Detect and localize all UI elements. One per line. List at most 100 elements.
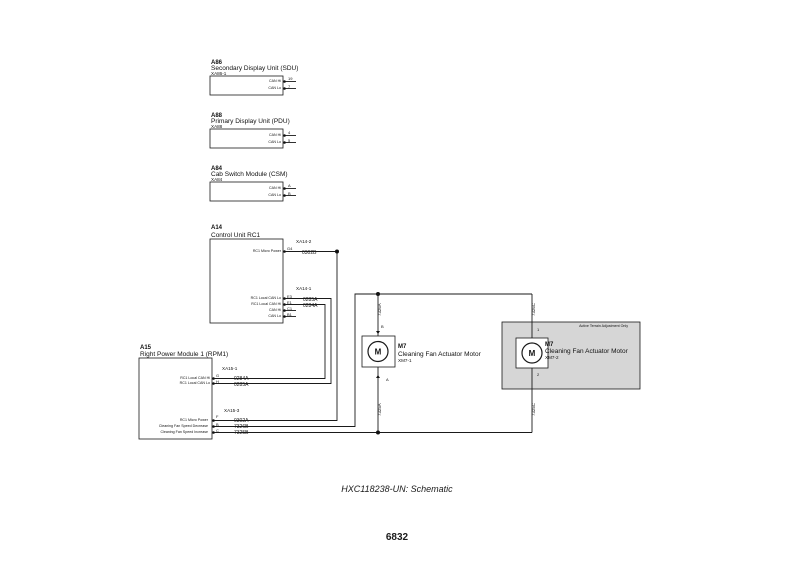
module-a15-pin-bottom-2: B: [216, 422, 219, 427]
module-a15-pin-h-terminal: [212, 382, 215, 385]
module-a15-signal-bottom-1: RC1 Micro Power: [180, 418, 209, 422]
module-a14-pin-1: E3: [287, 294, 293, 299]
module-a14-signal-3: CAN Hi: [269, 308, 281, 312]
module-a84-pin-2: B: [288, 191, 291, 196]
module-a14-signal-micro-power: RC1 Micro Power: [253, 249, 282, 253]
module-a14-pin-g4: G4: [287, 246, 293, 251]
page-number: 6832: [385, 532, 409, 543]
motor-m7-xm7-1-symbol: [367, 340, 389, 363]
module-a15-connector-top: XA15-1: [222, 366, 238, 371]
wire-label-7326a: 7326A: [377, 303, 382, 316]
module-a88-box: [209, 128, 284, 149]
module-a14-pin-1-terminal: [283, 297, 286, 300]
optional-equipment-note: Active Terrain Adjustment Only: [579, 324, 628, 328]
wire-label-7325a: 7325A: [377, 403, 382, 416]
module-a86-box: [209, 75, 284, 96]
module-a88: A88 Primary Display Unit (PDU) XA88 CAN …: [209, 113, 296, 149]
module-a15-pin-b-terminal: [212, 425, 215, 428]
module-a15-name: Right Power Module 1 (RPM1): [140, 351, 228, 358]
module-a15-pin-g-terminal: [212, 377, 215, 380]
module-a86-signal-2: CAN Lo: [268, 86, 281, 90]
module-a14-pin-2: E1: [287, 300, 293, 305]
junction-micro-power: [335, 249, 339, 254]
module-a14-pin-3: C1: [287, 306, 293, 311]
wire-label-7326b: 7326B: [234, 424, 249, 430]
module-a15-signal-top-2: RC1 Local CAN Lo: [180, 381, 210, 385]
figure-caption: HXC118238-UN: Schematic: [341, 484, 453, 494]
module-a86-pin-2: 7: [288, 84, 291, 89]
motor-m7-xm7-1-symbol-letter: M: [375, 348, 382, 357]
wire-label-7325b: 7325B: [234, 430, 249, 436]
module-a84-name: Cab Switch Module (CSM): [211, 171, 288, 178]
module-a84-code: A84: [211, 166, 223, 172]
motor-m7-xm7-1-pin-a-marker: [376, 375, 380, 378]
module-a14-connector-top: XA14-2: [296, 239, 312, 244]
module-a84-pin-1: A: [288, 183, 291, 188]
module-a15-pin-c-terminal: [212, 431, 215, 434]
module-a86-pin-2-terminal: [283, 87, 286, 90]
module-a14-pin-4-terminal: [283, 315, 286, 318]
module-a14-signal-1: RC1 Local CAN Lo: [251, 296, 281, 300]
module-a86-signal-1: CAN Hi: [269, 79, 281, 83]
wire-micro-power: [214, 251, 338, 421]
wire-label-0285a-a15: 0285A: [234, 382, 249, 388]
wire-label-0284a-a14: 0284A: [303, 303, 318, 309]
module-a88-name: Primary Display Unit (PDU): [211, 118, 290, 125]
motor-m7-xm7-2-connector: XM7-2: [545, 355, 559, 360]
motor-m7-xm7-1-connector: XM7-1: [398, 358, 412, 363]
motor-m7-xm7-1: 7326A B M M7 Cleaning Fan Actuator Motor…: [361, 292, 532, 435]
wire-label-7325c: 7325C: [531, 403, 536, 416]
module-a15-code: A15: [140, 345, 152, 351]
module-a86-code: A86: [211, 60, 223, 66]
module-a88-signal-1: CAN Hi: [269, 133, 281, 137]
module-a14-name: Control Unit RC1: [211, 232, 261, 239]
wire-7326b: [214, 293, 378, 427]
module-a88-pin-2: 5: [288, 138, 291, 143]
module-a15-pin-top-2: H: [216, 379, 219, 384]
wire-label-7326c: 7326C: [531, 303, 536, 316]
module-a14-signal-2: RC1 Local CAN Hi: [251, 302, 281, 306]
module-a84-pin-1-terminal: [283, 187, 286, 190]
module-a15-signal-bottom-2: Cleaning Fan Speed Decrease: [159, 424, 208, 428]
wiring-bus: [214, 249, 532, 433]
module-a84-pin-2-terminal: [283, 194, 286, 197]
motor-m7-xm7-1-name: Cleaning Fan Actuator Motor: [398, 351, 482, 358]
junction-m7-bottom: [376, 430, 380, 435]
motor-m7-xm7-2-name: Cleaning Fan Actuator Motor: [545, 348, 629, 355]
module-a15-signal-bottom-3: Cleaning Fan Speed Increase: [160, 430, 208, 434]
wire-label-0284a-a15: 0284A: [234, 376, 249, 382]
module-a14-pin-3-terminal: [283, 309, 286, 312]
module-a88-pin-1-terminal: [283, 134, 286, 137]
motor-m7-xm7-2-symbol: [521, 342, 543, 364]
schematic-diagram: A86 Secondary Display Unit (SDU) XA86-1 …: [138, 60, 641, 440]
module-a86-pin-1: 19: [288, 76, 293, 81]
module-a15: A15 Right Power Module 1 (RPM1) XA15-1 R…: [138, 345, 249, 440]
module-a14-connector-bottom: XA14-1: [296, 286, 312, 291]
module-a15-connector-bottom: XA15-3: [224, 408, 240, 413]
module-a15-pin-top-1: G: [216, 373, 219, 378]
motor-m7-xm7-1-pin-b-marker: [376, 331, 380, 334]
wire-label-0302a: 0302A: [234, 418, 249, 424]
wire-label-0285a-a14: 0285A: [303, 297, 318, 303]
module-a14-pin-g4-terminal: [283, 250, 286, 253]
module-a88-code: A88: [211, 113, 223, 119]
module-a86: A86 Secondary Display Unit (SDU) XA86-1 …: [209, 60, 298, 96]
module-a86-name: Secondary Display Unit (SDU): [211, 65, 298, 72]
module-a14-code: A14: [211, 225, 223, 231]
motor-m7-xm7-1-pin-b: B: [381, 324, 384, 329]
module-a15-box: [138, 357, 213, 440]
wire-0284a: [214, 304, 326, 379]
optional-equipment-box: [501, 321, 641, 390]
module-a14-signal-4: CAN Lo: [268, 314, 281, 318]
module-a14-pin-4: B1: [287, 312, 293, 317]
module-a84-signal-2: CAN Lo: [268, 193, 281, 197]
module-a15-pin-f-terminal: [212, 419, 215, 422]
module-a84: A84 Cab Switch Module (CSM) XA84 CAN Hi …: [209, 166, 296, 202]
wire-label-0302b: 0302B: [302, 250, 317, 256]
motor-m7-xm7-2-symbol-letter: M: [529, 349, 536, 358]
module-a14: A14 Control Unit RC1 XA14-2 RC1 Micro Po…: [209, 225, 318, 324]
module-a88-pin-2-terminal: [283, 141, 286, 144]
module-a86-pin-1-terminal: [283, 80, 286, 83]
module-a88-signal-2: CAN Lo: [268, 140, 281, 144]
module-a86-connector: XA86-1: [211, 71, 227, 76]
